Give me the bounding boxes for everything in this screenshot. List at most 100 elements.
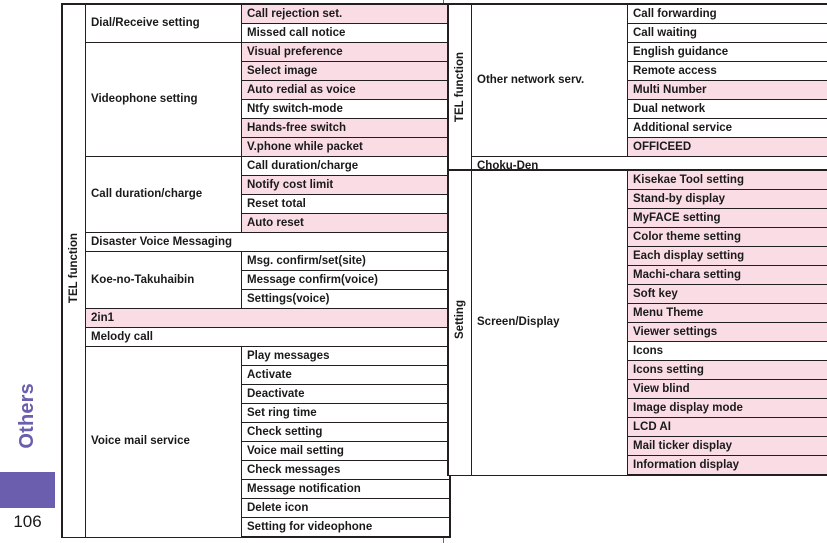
- table-row: Image display mode: [448, 398, 827, 418]
- item-cell-auto-reset: Auto reset: [241, 213, 451, 233]
- item-cell-play-messages: Play messages: [241, 346, 451, 366]
- item-cell-message-confirm-voice: Message confirm(voice): [241, 270, 451, 290]
- item-cell-multi-number: Multi Number: [627, 80, 827, 100]
- item-cell-information-display: Information display: [627, 455, 827, 476]
- item-cell-check-messages: Check messages: [241, 460, 451, 480]
- table-row: Mail ticker display: [448, 436, 827, 456]
- item-cell-visual-preference: Visual preference: [241, 42, 451, 62]
- category-cell-call-duration-charge: Call duration/charge: [85, 156, 242, 233]
- table-row: Auto reset: [62, 213, 451, 233]
- table-group-label-text: TEL function: [453, 52, 466, 123]
- item-cell-delete-icon: Delete icon: [241, 498, 451, 518]
- table-row: LCD AI: [448, 417, 827, 437]
- table-row: Icons setting: [448, 360, 827, 380]
- item-cell-call-rejection-set: Call rejection set.: [241, 3, 451, 24]
- category-cell-melody-call: Melody call: [85, 327, 451, 347]
- item-cell-icons: Icons: [627, 341, 827, 361]
- category-cell-voice-mail-service: Voice mail service: [85, 346, 242, 538]
- category-cell-other-network-serv: Other network serv.: [471, 3, 628, 157]
- table-group-label-text: Setting: [453, 300, 466, 340]
- item-cell-setting-for-videophone: Setting for videophone: [241, 517, 451, 538]
- item-cell-v-phone-while-packet: V.phone while packet: [241, 137, 451, 157]
- item-cell-missed-call-notice: Missed call notice: [241, 23, 451, 43]
- item-cell-viewer-settings: Viewer settings: [627, 322, 827, 342]
- item-cell-reset-total: Reset total: [241, 194, 451, 214]
- category-cell-screen-display: Screen/Display: [471, 169, 628, 476]
- table-row: V.phone while packet: [62, 137, 451, 157]
- item-cell-stand-by-display: Stand-by display: [627, 189, 827, 209]
- table-row: 2in1: [62, 308, 451, 328]
- table-row: Check setting: [62, 422, 451, 442]
- table-group-label-tel-function: TEL function: [447, 3, 472, 177]
- item-cell-hands-free-switch: Hands-free switch: [241, 118, 451, 138]
- item-cell-ntfy-switch-mode: Ntfy switch-mode: [241, 99, 451, 119]
- item-cell-menu-theme: Menu Theme: [627, 303, 827, 323]
- item-cell-icons-setting: Icons setting: [627, 360, 827, 380]
- category-cell-disaster-voice-messaging: Disaster Voice Messaging: [85, 232, 451, 252]
- item-cell-settings-voice: Settings(voice): [241, 289, 451, 309]
- table-row: Additional service: [448, 118, 827, 138]
- item-cell-msg-confirm-set-site: Msg. confirm/set(site): [241, 251, 451, 271]
- category-cell-dial-receive-setting: Dial/Receive setting: [85, 3, 242, 43]
- item-cell-call-duration-charge: Call duration/charge: [241, 156, 451, 176]
- table-group-label-tel-function: TEL function: [61, 3, 86, 538]
- table-row: Deactivate: [62, 384, 451, 404]
- table-row: Remote access: [448, 61, 827, 81]
- item-cell-color-theme-setting: Color theme setting: [627, 227, 827, 247]
- category-cell-2in1: 2in1: [85, 308, 451, 328]
- table-row: Message notification: [62, 479, 451, 499]
- table-row: Setting for videophone: [62, 517, 451, 538]
- table-row: TEL function Other network serv.Call forw…: [447, 3, 827, 177]
- table-row: Delete icon: [62, 498, 451, 518]
- item-cell-check-setting: Check setting: [241, 422, 451, 442]
- item-cell-dual-network: Dual network: [627, 99, 827, 119]
- item-cell-activate: Activate: [241, 365, 451, 385]
- table-row: Select image: [62, 61, 451, 81]
- table-group-label-text: TEL function: [67, 232, 80, 303]
- chapter-label: Others: [0, 360, 55, 472]
- item-cell-auto-redial-as-voice: Auto redial as voice: [241, 80, 451, 100]
- item-cell-myface-setting: MyFACE setting: [627, 208, 827, 228]
- table-row: Stand-by display: [448, 189, 827, 209]
- table-row: Machi-chara setting: [448, 265, 827, 285]
- item-cell-kisekae-tool-setting: Kisekae Tool setting: [627, 169, 827, 190]
- table-row: Settings(voice): [62, 289, 451, 309]
- category-cell-koe-no-takuhaibin: Koe-no-Takuhaibin: [85, 251, 242, 309]
- item-cell-call-waiting: Call waiting: [627, 23, 827, 43]
- item-cell-machi-chara-setting: Machi-chara setting: [627, 265, 827, 285]
- item-cell-view-blind: View blind: [627, 379, 827, 399]
- item-cell-additional-service: Additional service: [627, 118, 827, 138]
- function-table-tel-right: TEL function Other network serv.Call forw…: [447, 3, 827, 177]
- item-cell-mail-ticker-display: Mail ticker display: [627, 436, 827, 456]
- page-number: 106: [13, 512, 42, 531]
- item-cell-call-forwarding: Call forwarding: [627, 3, 827, 24]
- table-row: Set ring time: [62, 403, 451, 423]
- item-cell-notify-cost-limit: Notify cost limit: [241, 175, 451, 195]
- table-row: Viewer settings: [448, 322, 827, 342]
- item-cell-officeed: OFFICEED: [627, 137, 827, 157]
- table-row: Disaster Voice Messaging: [62, 232, 451, 252]
- table-row: View blind: [448, 379, 827, 399]
- chapter-tab-marker: [0, 472, 55, 508]
- category-cell-videophone-setting: Videophone setting: [85, 42, 242, 157]
- table-row: Soft key: [448, 284, 827, 304]
- table-row: OFFICEED: [448, 137, 827, 157]
- table-row: Hands-free switch: [62, 118, 451, 138]
- chapter-label-text: Others: [16, 383, 38, 449]
- table-group-label-setting: Setting: [447, 169, 472, 476]
- item-cell-set-ring-time: Set ring time: [241, 403, 451, 423]
- item-cell-select-image: Select image: [241, 61, 451, 81]
- item-cell-soft-key: Soft key: [627, 284, 827, 304]
- table-row: Color theme setting: [448, 227, 827, 247]
- item-cell-image-display-mode: Image display mode: [627, 398, 827, 418]
- table-row: Missed call notice: [62, 23, 451, 43]
- item-cell-voice-mail-setting: Voice mail setting: [241, 441, 451, 461]
- table-row: Information display: [448, 455, 827, 476]
